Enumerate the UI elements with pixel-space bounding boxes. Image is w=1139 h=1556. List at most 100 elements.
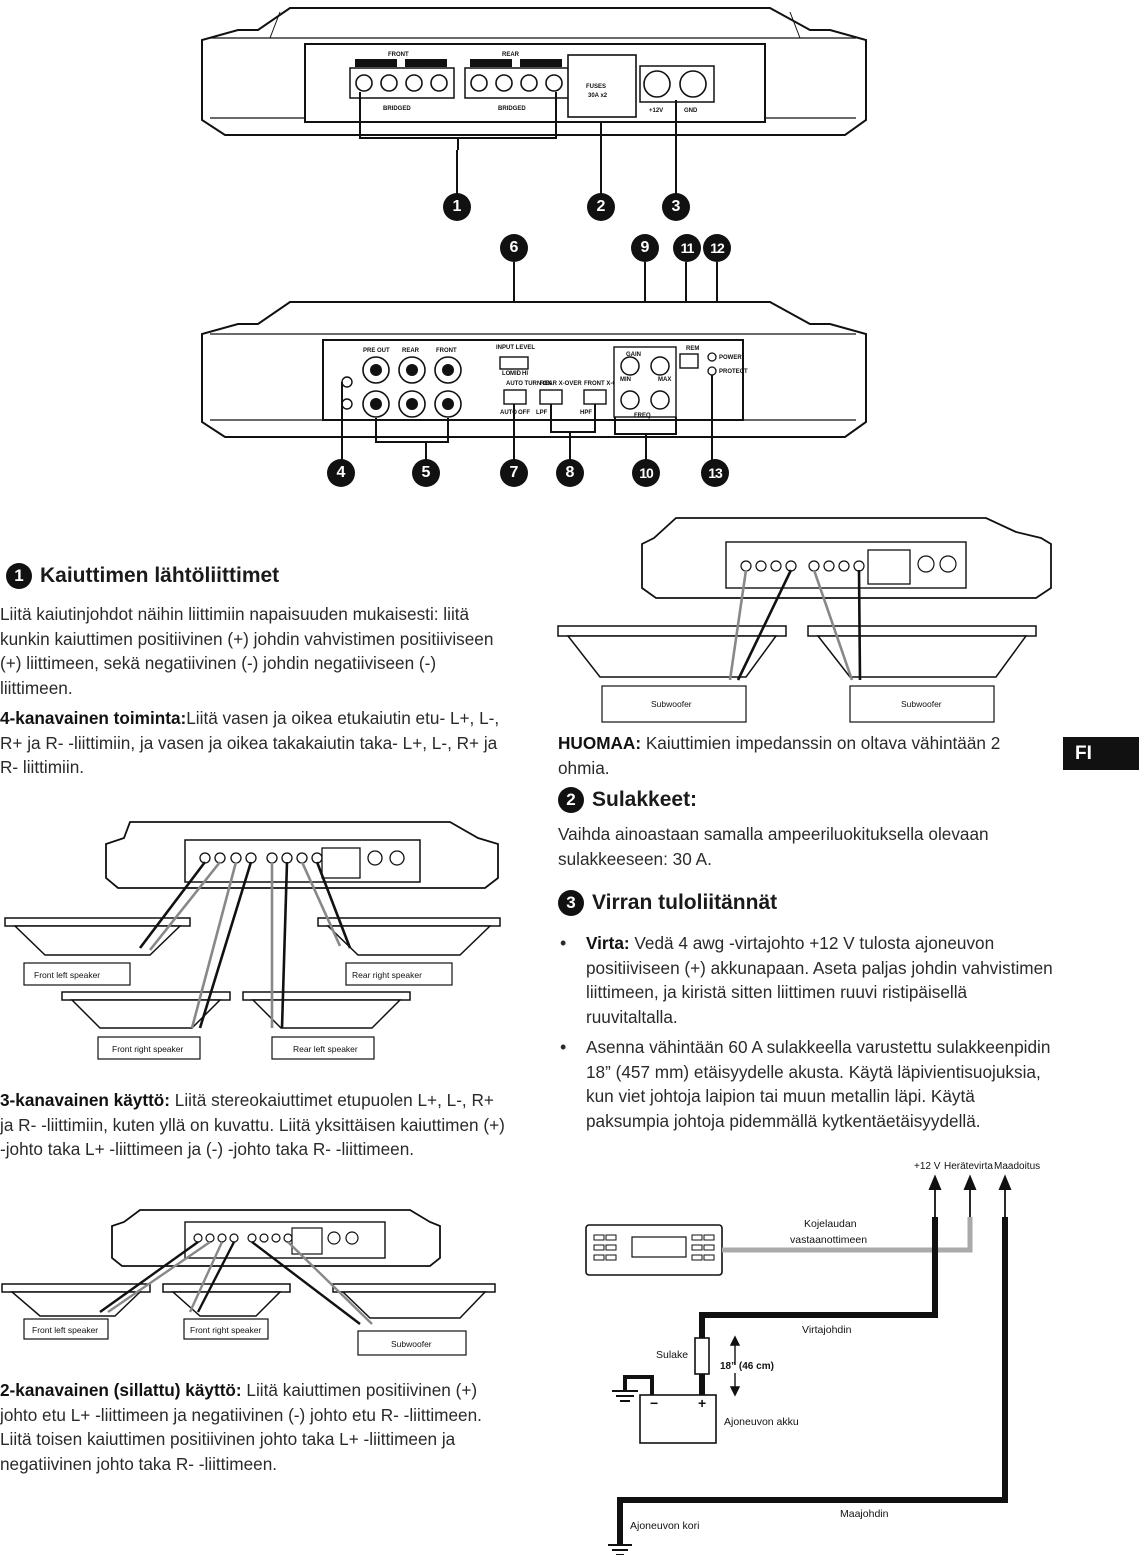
bullet-fuse-text: Asenna vähintään 60 A sulakkeella varust… bbox=[586, 1037, 1051, 1131]
callout-9: 9 bbox=[631, 234, 659, 262]
section-3-number: 3 bbox=[558, 890, 584, 916]
rear-left-speaker-label: Rear left speaker bbox=[293, 1044, 358, 1054]
section-1-paragraph: Liitä kaiutinjohdot näihin liittimiin na… bbox=[0, 604, 494, 698]
four-channel-label: 4-kanavainen toiminta: bbox=[0, 708, 187, 728]
front-l-label: L bbox=[374, 61, 378, 67]
plus12v-label: +12V bbox=[649, 108, 663, 114]
section-1-heading: 1 Kaiuttimen lähtöliittimet bbox=[6, 563, 279, 589]
mid-label: MID bbox=[510, 371, 522, 377]
power-wire-label: Virtajohdin bbox=[802, 1324, 852, 1336]
amplifier-terminal-panel-diagram: FRONT REAR L R L R BRIDGED BRIDGED FUSES… bbox=[201, 7, 867, 150]
power-wiring-diagram: +12 V Herätevirta Maadoitus Kojelaudan v… bbox=[585, 1161, 1040, 1555]
callout-line-2 bbox=[600, 150, 602, 194]
callout-4: 4 bbox=[327, 459, 355, 487]
lo-label: LO bbox=[502, 371, 511, 377]
rear-l-label: L bbox=[489, 61, 493, 67]
callout-lines-top bbox=[456, 150, 458, 194]
remote-terminal-label: Herätevirta bbox=[944, 1161, 993, 1172]
rear-rca-label: REAR bbox=[402, 348, 420, 354]
three-channel-wiring-diagram: Front left speaker Front right speaker S… bbox=[1, 1209, 496, 1356]
section-2-number: 2 bbox=[558, 787, 584, 813]
callout-11: 11 bbox=[673, 234, 701, 262]
callout-12: 12 bbox=[703, 234, 731, 262]
ground-wire-label: Maajohdin bbox=[840, 1508, 889, 1520]
auto-turn-on-label: AUTO TURN ON bbox=[506, 381, 552, 387]
fuse-label: Sulake bbox=[656, 1349, 688, 1361]
callout-3: 3 bbox=[662, 193, 690, 221]
three-ch-front-left-label: Front left speaker bbox=[32, 1325, 98, 1335]
lpf-label: LPF bbox=[536, 410, 548, 416]
section-3-title: Virran tuloliitännät bbox=[592, 891, 778, 914]
front-right-speaker-label: Front right speaker bbox=[112, 1044, 184, 1054]
callout-7: 7 bbox=[500, 459, 528, 487]
battery-label: Ajoneuvon akku bbox=[724, 1416, 799, 1428]
bullet-power: Virta: Vedä 4 awg -virtajohto +12 V tulo… bbox=[558, 931, 1058, 1029]
plus12v-terminal-label: +12 V bbox=[914, 1161, 941, 1172]
hi-label: HI bbox=[522, 371, 528, 377]
note-label: HUOMAA: bbox=[558, 733, 642, 753]
four-channel-wiring-diagram: Front left speaker Rear right speaker Fr… bbox=[4, 821, 501, 1060]
four-channel-text: Liitä vasen ja oikea etukaiutin etu- L+,… bbox=[0, 708, 500, 777]
subwoofer-b-label: Subwoofer bbox=[901, 699, 942, 709]
svg-text:+: + bbox=[698, 1395, 706, 1411]
section-3-heading: 3 Virran tuloliitännät bbox=[558, 890, 777, 916]
subwoofer-a-label: Subwoofer bbox=[651, 699, 692, 709]
callout-10: 10 bbox=[632, 459, 660, 487]
two-channel-text: Liitä kaiuttimen positiivinen (+) johto … bbox=[0, 1380, 482, 1474]
front-r-label: R bbox=[424, 61, 429, 67]
front-rca-label: FRONT bbox=[436, 348, 457, 354]
rem-label: REM bbox=[686, 346, 699, 352]
fuses-label: FUSES bbox=[586, 84, 606, 90]
front-xover-label: FRONT X-OVER bbox=[584, 381, 630, 387]
power-led-label: POWER bbox=[719, 355, 742, 361]
front-bridged-label: BRIDGED bbox=[383, 106, 411, 112]
gnd-label: GND bbox=[684, 108, 698, 114]
pre-out-label: PRE OUT bbox=[363, 348, 390, 354]
bullet-power-text: Vedä 4 awg -virtajohto +12 V tulosta ajo… bbox=[586, 933, 1053, 1027]
two-channel-paragraph: 2-kanavainen (sillattu) käyttö: Liitä ka… bbox=[0, 1378, 505, 1476]
off-label: OFF bbox=[518, 410, 530, 416]
max-label: MAX bbox=[658, 377, 671, 383]
three-channel-label: 3-kanavainen käyttö: bbox=[0, 1090, 171, 1110]
callout-1: 1 bbox=[443, 193, 471, 221]
chassis-label: Ajoneuvon kori bbox=[630, 1520, 699, 1532]
svg-text:−: − bbox=[650, 1395, 658, 1411]
three-channel-text: Liitä stereokaiuttimet etupuolen L+, L-,… bbox=[0, 1090, 505, 1159]
language-tab: FI bbox=[1063, 737, 1139, 770]
rear-r-label: R bbox=[539, 61, 544, 67]
protect-led-label: PROTECT bbox=[719, 369, 748, 375]
head-unit-label-2: vastaanottimeen bbox=[790, 1234, 867, 1246]
callout-13: 13 bbox=[701, 459, 729, 487]
amplifier-control-panel-diagram: PRE OUT REAR FRONT INPUT LEVEL LO MID HI… bbox=[201, 262, 867, 462]
section-3-bullets: Virta: Vedä 4 awg -virtajohto +12 V tulo… bbox=[558, 931, 1058, 1139]
rear-right-speaker-label: Rear right speaker bbox=[352, 970, 422, 980]
callout-2: 2 bbox=[587, 193, 615, 221]
callout-6: 6 bbox=[500, 234, 528, 262]
two-channel-label: 2-kanavainen (sillattu) käyttö: bbox=[0, 1380, 242, 1400]
min-label: MIN bbox=[620, 377, 631, 383]
ground-terminal-label: Maadoitus bbox=[994, 1161, 1040, 1172]
callout-5: 5 bbox=[412, 459, 440, 487]
gain-label: GAIN bbox=[626, 352, 641, 358]
note-text: Kaiuttimien impedanssin on oltava vähint… bbox=[558, 733, 1001, 778]
bridged-subwoofer-wiring-diagram: Subwoofer Subwoofer bbox=[557, 517, 1052, 723]
head-unit-label-1: Kojelaudan bbox=[804, 1218, 857, 1230]
bullet-fuse: Asenna vähintään 60 A sulakkeella varust… bbox=[558, 1035, 1058, 1133]
fuse-distance-label: 18” (46 cm) bbox=[720, 1361, 774, 1372]
three-ch-subwoofer-label: Subwoofer bbox=[391, 1339, 432, 1349]
three-ch-front-right-label: Front right speaker bbox=[190, 1325, 262, 1335]
fuses-rating-label: 30A x2 bbox=[588, 93, 608, 99]
front-label: FRONT bbox=[388, 52, 409, 58]
section-2-heading: 2 Sulakkeet: bbox=[558, 787, 697, 813]
freq-label: FREQ bbox=[634, 413, 651, 419]
rear-xover-label: REAR X-OVER bbox=[540, 381, 582, 387]
three-channel-paragraph: 3-kanavainen käyttö: Liitä stereokaiutti… bbox=[0, 1088, 505, 1162]
section-2-title: Sulakkeet: bbox=[592, 788, 698, 811]
bullet-power-label: Virta: bbox=[586, 933, 630, 953]
section-1-number: 1 bbox=[6, 563, 32, 589]
section-1-title: Kaiuttimen lähtöliittimet bbox=[40, 564, 280, 587]
callout-8: 8 bbox=[556, 459, 584, 487]
section-2-paragraph: Vaihda ainoastaan samalla ampeeriluokitu… bbox=[558, 824, 989, 869]
front-left-speaker-label: Front left speaker bbox=[34, 970, 100, 980]
hpf-label: HPF bbox=[580, 410, 592, 416]
